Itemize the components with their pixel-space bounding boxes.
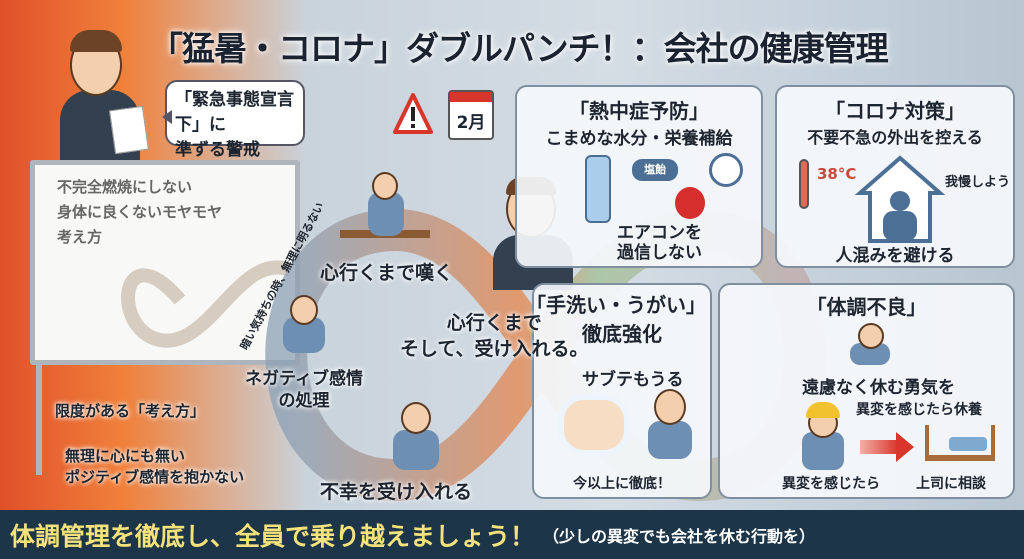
heat-note: エアコンを 過信しない	[617, 223, 702, 263]
loop-center-message: 心行くまで そして、受け入れる。	[400, 310, 588, 362]
loop-step-accept: 不幸を受け入れる	[320, 481, 473, 503]
whiteboard: 不完全燃焼にしない 身体に良くないモヤモヤ 考え方	[30, 160, 300, 365]
heat-note-line-2: 過信しない	[617, 243, 702, 263]
temperature: 38°C	[817, 165, 857, 183]
note-positive-line-2: ポジティブ感情を抱かない	[65, 468, 245, 486]
card-sick: 「体調不良」 遠慮なく休む勇気を 異変を感じたら休養 異変を感じたら 上司に相談	[718, 283, 1015, 499]
note-positive-line-1: 無理に心にも無い	[65, 447, 186, 465]
whiteboard-line-1: 不完全燃焼にしない	[57, 178, 193, 196]
calendar-month: 2月	[456, 113, 486, 133]
card-heatstroke: 「熱中症予防」 こまめな水分・栄養補給 塩飴 エアコンを 過信しない	[515, 85, 763, 268]
alert-line-2: 準ずる警戒	[175, 140, 260, 160]
sick-line-2: 異変を感じたら休養	[856, 402, 982, 418]
banner-main: 体調管理を徹底し、全員で乗り越えましょう！	[10, 521, 536, 551]
corona-speech: 我慢しよう	[945, 175, 1011, 190]
corona-note: 人混みを避ける	[835, 246, 955, 266]
sad-person-bench	[340, 170, 430, 250]
card-handwash: 「手洗い・うがい」 徹底強化 サブテもうる 今以上に徹底！	[526, 283, 712, 499]
wash-title: 「手洗い・うがい」	[526, 293, 706, 317]
bottom-banner: 体調管理を徹底し、全員で乗り越えましょう！ （少しの異変でも会社を休む行動を）	[0, 510, 1024, 559]
wash-note-top: サブテもうる	[582, 370, 684, 390]
whiteboard-stand	[36, 365, 42, 475]
crying-person	[278, 295, 328, 355]
loop-step-negative: ネガティブ感情 の処理	[245, 368, 363, 412]
sick-line-1: 遠慮なく休む勇気を	[802, 378, 955, 398]
wash-note: 今以上に徹底！	[573, 476, 671, 492]
clock-icon	[709, 153, 743, 187]
arrow-head-icon	[896, 432, 914, 462]
sick-left-label: 異変を感じたら	[782, 476, 880, 492]
water-bottle-icon	[585, 155, 611, 223]
card-corona: 「コロナ対策」 不要不急の外出を控える 38°C 我慢しよう 人混みを避ける	[775, 85, 1015, 268]
banner-sub: （少しの異変でも会社を休む行動を）	[543, 526, 816, 546]
heat-subtitle: こまめな水分・栄養補給	[545, 129, 733, 149]
calendar-icon: 2月	[448, 90, 494, 140]
thermometer-icon	[799, 159, 809, 209]
corona-subtitle: 不要不急の外出を控える	[807, 128, 983, 147]
heat-title: 「熱中症予防」	[569, 99, 709, 123]
gargle-person	[644, 385, 694, 460]
heat-note-line-1: エアコンを	[617, 223, 702, 243]
page-title: 「猛暑・コロナ」ダブルパンチ！：会社の健康管理	[150, 29, 889, 68]
negative-line-2: の処理	[278, 391, 330, 411]
corona-title: 「コロナ対策」	[825, 99, 965, 123]
whiteboard-line-2: 身体に良くないモヤモヤ	[57, 203, 223, 221]
handwash-icon	[564, 400, 624, 450]
note-positive-emotion: 無理に心にも無い ポジティブ感情を抱かない	[65, 446, 244, 488]
arrow-icon	[860, 440, 898, 454]
center-line-1: 心行くまで	[446, 312, 542, 334]
accepting-person	[385, 400, 445, 470]
alert-speech-bubble: 「緊急事態宣言下」に 準ずる警戒	[162, 80, 305, 160]
sick-title: 「体調不良」	[806, 295, 927, 319]
sick-person	[848, 323, 892, 365]
house-icon	[855, 155, 945, 243]
presenter-illustration	[40, 20, 150, 165]
alert-line-1: 「緊急事態宣言下」に	[175, 90, 294, 135]
worker-helmet-person	[798, 400, 848, 470]
salt-candy-icon: 塩飴	[632, 159, 678, 181]
loop-step-lament: 心行くまで嘆く	[320, 262, 454, 284]
wash-subtitle: 徹底強化	[582, 322, 662, 346]
whiteboard-line-3: 考え方	[57, 228, 103, 246]
note-limited-thinking: 限度がある「考え方」	[55, 402, 206, 420]
center-line-2: そして、受け入れる。	[400, 338, 589, 360]
warning-icon	[393, 93, 433, 134]
negative-line-1: ネガティブ感情	[245, 369, 363, 389]
sick-right-label: 上司に相談	[916, 476, 986, 492]
bed-icon	[925, 425, 995, 461]
apple-icon	[675, 187, 705, 219]
